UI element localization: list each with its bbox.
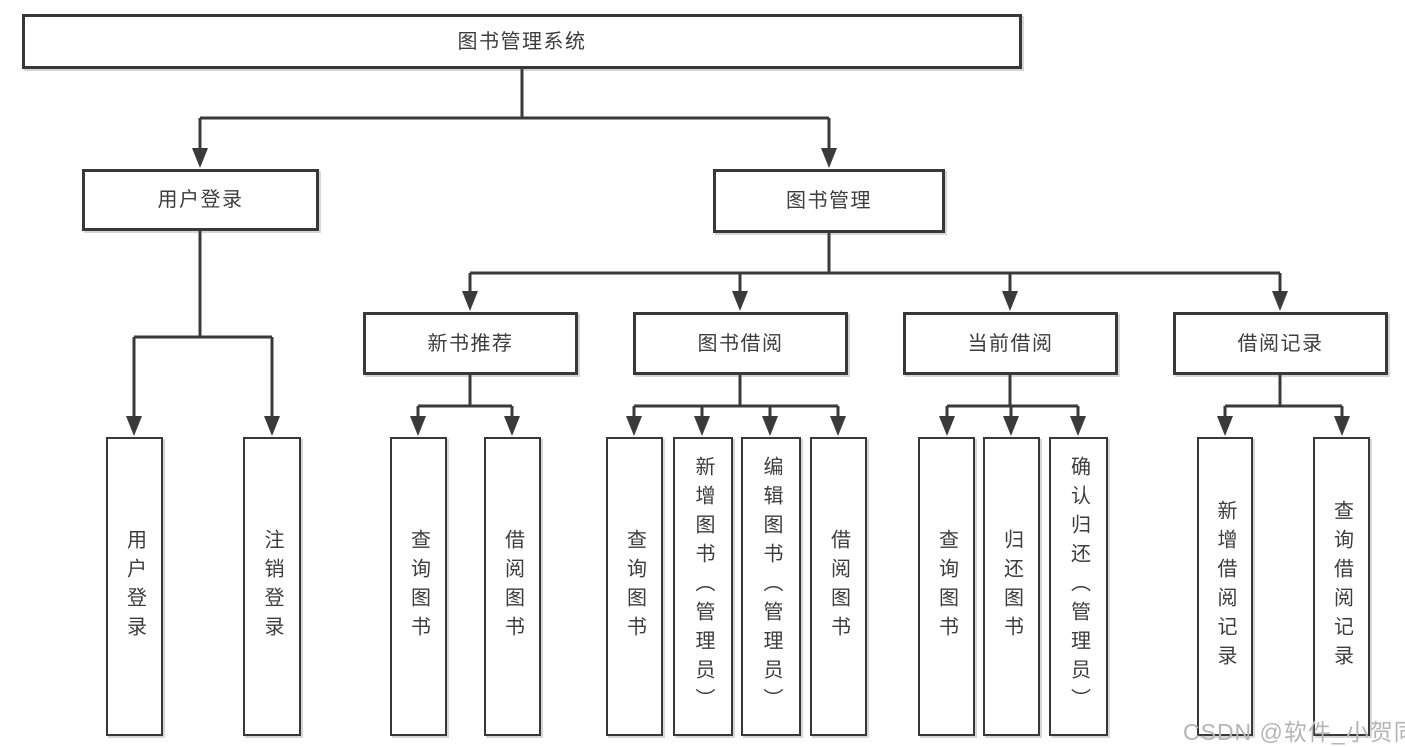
group-borrow-records: 借阅记录 bbox=[1173, 312, 1388, 375]
group-current-borrow-label: 当前借阅 bbox=[967, 332, 1054, 355]
group-book-borrow: 图书借阅 bbox=[633, 312, 848, 375]
group-borrow-records-label: 借阅记录 bbox=[1237, 332, 1324, 355]
branch-book-management: 图书管理 bbox=[713, 169, 945, 233]
leaf-user-login: 用户登录 bbox=[106, 437, 163, 736]
leaf-logout: 注销登录 bbox=[243, 437, 301, 736]
group-book-borrow-label: 图书借阅 bbox=[697, 332, 784, 355]
leaf-edit-books-admin: 编辑图书（管理员） bbox=[741, 437, 801, 736]
leaf-borrow-books: 借阅图书 bbox=[810, 437, 867, 736]
node-root-label: 图书管理系统 bbox=[457, 30, 587, 53]
leaf-add-borrow-record: 新增借阅记录 bbox=[1197, 437, 1253, 736]
leaf-borrow-query-books: 查询图书 bbox=[606, 437, 663, 736]
leaf-recommend-borrow-books: 借阅图书 bbox=[484, 437, 541, 736]
leaf-confirm-return-admin: 确认归还（管理员） bbox=[1049, 437, 1108, 736]
csdn-watermark: CSDN @软件_小贺同学 bbox=[1183, 719, 1405, 745]
node-root: 图书管理系统 bbox=[22, 14, 1022, 69]
leaf-return-books: 归还图书 bbox=[983, 437, 1040, 736]
branch-user-login-label: 用户登录 bbox=[157, 189, 244, 211]
group-new-book-recommend: 新书推荐 bbox=[363, 312, 578, 375]
branch-book-management-label: 图书管理 bbox=[786, 190, 872, 212]
leaf-current-query-books: 查询图书 bbox=[918, 437, 975, 736]
branch-user-login: 用户登录 bbox=[82, 169, 319, 231]
group-current-borrow: 当前借阅 bbox=[903, 312, 1118, 375]
leaf-query-borrow-record: 查询借阅记录 bbox=[1313, 437, 1370, 736]
group-new-book-recommend-label: 新书推荐 bbox=[427, 332, 514, 355]
leaf-recommend-query-books: 查询图书 bbox=[390, 437, 447, 736]
leaf-add-books-admin: 新增图书（管理员） bbox=[673, 437, 733, 736]
